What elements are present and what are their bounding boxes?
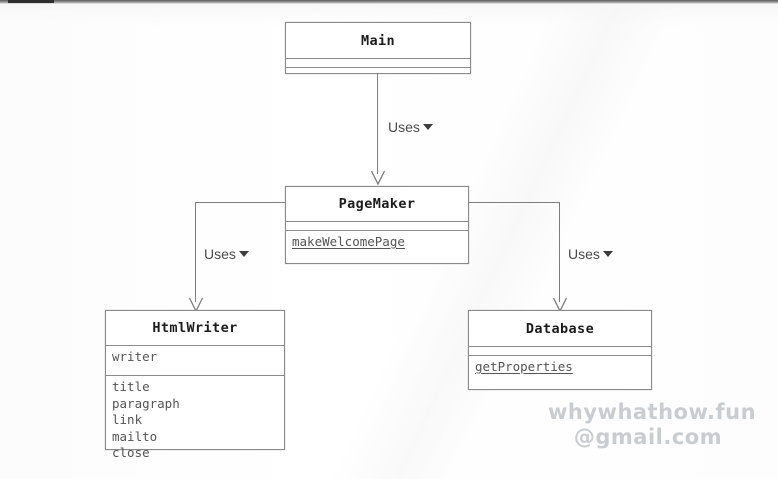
- relationship-label-text: Uses: [568, 246, 600, 262]
- arrowhead-pagemaker-to-database: [552, 297, 568, 313]
- class-attributes-htmlwriter: writer: [106, 345, 284, 375]
- relationship-label-text: Uses: [388, 119, 420, 135]
- class-attributes-pagemaker: [286, 221, 468, 230]
- class-methods-main: [286, 67, 470, 76]
- relationship-label-text: Uses: [204, 246, 236, 262]
- class-member: getProperties: [475, 359, 573, 374]
- watermark-line-1: whywhathow.fun: [548, 400, 757, 424]
- class-member: paragraph: [112, 395, 180, 411]
- class-member: writer: [112, 349, 158, 364]
- connector-pagemaker-to-database-vertical: [559, 202, 561, 302]
- class-attributes-main: [286, 58, 470, 67]
- class-box-main[interactable]: Main: [285, 22, 471, 74]
- watermark: whywhathow.fun @gmail.com: [548, 400, 757, 450]
- connector-pagemaker-to-htmlwriter-horizontal: [195, 202, 286, 204]
- class-box-pagemaker[interactable]: PageMaker makeWelcomePage: [285, 186, 469, 264]
- class-name-htmlwriter: HtmlWriter: [152, 320, 238, 336]
- class-methods-htmlwriter: title paragraph link mailto close: [106, 375, 284, 467]
- class-box-htmlwriter[interactable]: HtmlWriter writer title paragraph link m…: [105, 310, 285, 460]
- class-box-database[interactable]: Database getProperties: [468, 310, 652, 390]
- class-name-main: Main: [360, 32, 396, 49]
- class-methods-pagemaker: makeWelcomePage: [286, 230, 468, 272]
- class-methods-database: getProperties: [469, 355, 651, 398]
- triangle-down-icon: [422, 124, 433, 130]
- class-member: link: [112, 412, 143, 427]
- class-name-pagemaker: PageMaker: [338, 196, 416, 212]
- class-member: title: [112, 379, 150, 394]
- relationship-label-pagemaker-database: Uses: [568, 246, 613, 262]
- arrowhead-pagemaker-to-htmlwriter: [188, 297, 204, 313]
- arrowhead-main-to-pagemaker: [370, 170, 386, 186]
- class-member: makeWelcomePage: [292, 234, 405, 249]
- class-member: close: [112, 445, 150, 460]
- connector-main-to-pagemaker-vertical: [377, 74, 379, 174]
- triangle-down-icon: [238, 251, 249, 257]
- relationship-label-main-pagemaker: Uses: [388, 119, 433, 135]
- connector-pagemaker-to-htmlwriter-vertical: [195, 202, 197, 302]
- class-member: mailto: [112, 428, 158, 444]
- watermark-line-2: @gmail.com: [573, 425, 723, 449]
- connector-pagemaker-to-database-horizontal: [468, 202, 560, 204]
- relationship-label-pagemaker-htmlwriter: Uses: [204, 246, 249, 262]
- scan-edge-artifact: [0, 0, 778, 4]
- class-name-database: Database: [525, 320, 595, 337]
- class-attributes-database: [469, 346, 651, 355]
- triangle-down-icon: [602, 251, 613, 257]
